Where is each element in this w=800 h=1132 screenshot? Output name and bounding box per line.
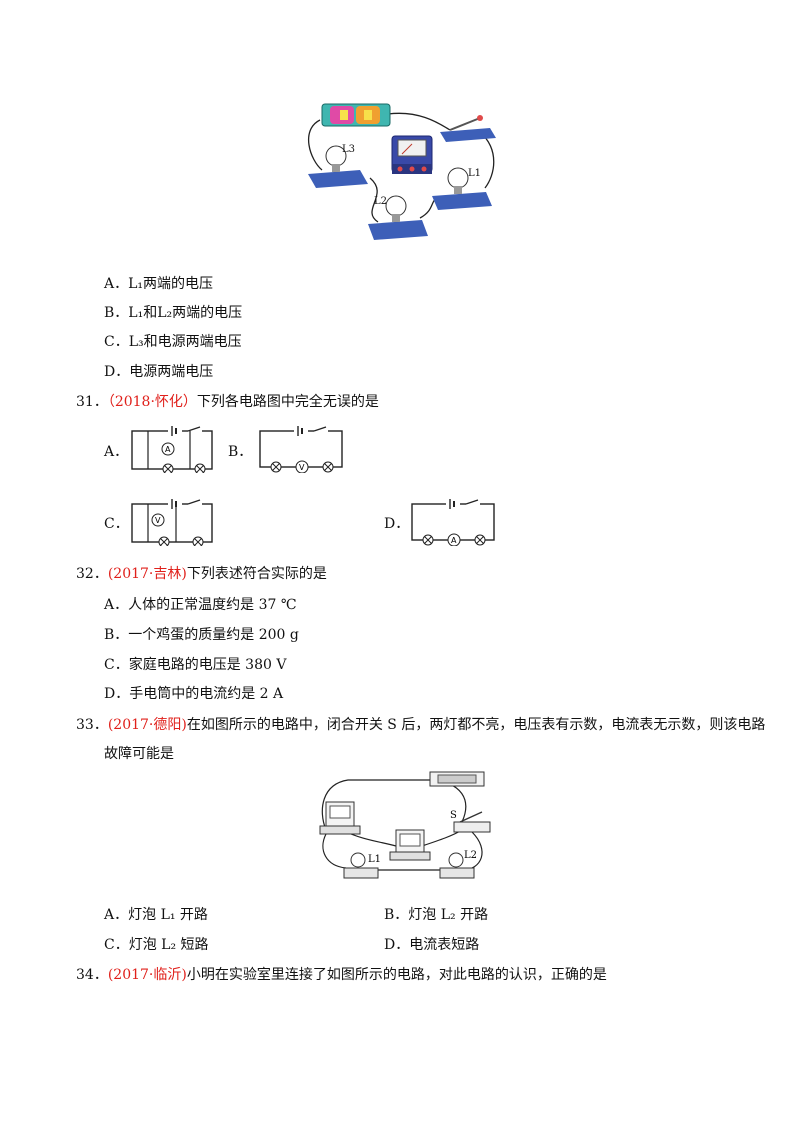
q30-option-b: B．L₁和L₂两端的电压	[104, 305, 243, 321]
q31-option-d-letter: D．	[384, 516, 410, 532]
circuit-photo-q33: S L1 L2	[319, 771, 491, 879]
q34-stem: 34．(2017·临沂)小明在实验室里连接了如图所示的电路，对此电路的认识，正确…	[76, 967, 607, 983]
q31-diagram-d: A	[411, 499, 495, 546]
q30-option-d: D．电源两端电压	[104, 364, 214, 380]
q33-option-b: B．灯泡 L₂ 开路	[384, 907, 489, 923]
lamp-label-l2: L2	[374, 196, 387, 207]
q31-option-b-letter: B．	[228, 444, 253, 460]
q33-lamp-label-l1: L1	[368, 854, 381, 865]
q33-source: (2017·德阳)	[107, 717, 187, 733]
q31-d-ammeter-label: A	[451, 536, 457, 545]
q32-stem: 32．(2017·吉林)下列表述符合实际的是	[76, 566, 327, 582]
q33-option-d: D．电流表短路	[384, 937, 480, 953]
q34-source: (2017·临沂)	[107, 967, 187, 983]
q32-option-d: D．手电筒中的电流约是 2 A	[104, 686, 284, 702]
q33-lamp-label-l2: L2	[464, 850, 477, 861]
q31-diagram-a: A	[131, 426, 213, 473]
q31-c-voltmeter-label: V	[155, 516, 161, 525]
q31-a-ammeter-label: A	[165, 445, 171, 454]
q31-diagram-c: V	[131, 499, 213, 546]
q33-stem-line2: 故障可能是	[104, 746, 174, 762]
q31-diagram-b: V	[259, 426, 343, 473]
q31-source: （2018·怀化）	[107, 394, 197, 410]
q31-option-a-letter: A．	[104, 444, 129, 460]
q32-option-c: C．家庭电路的电压是 380 V	[104, 657, 287, 673]
q32-option-a: A．人体的正常温度约是 37 ℃	[104, 597, 297, 613]
lamp-label-l1: L1	[468, 168, 481, 179]
lamp-label-l3: L3	[342, 144, 355, 155]
q30-option-a: A．L₁两端的电压	[104, 276, 214, 292]
switch-label: S	[450, 810, 457, 821]
q33-option-a: A．灯泡 L₁ 开路	[104, 907, 208, 923]
q31-stem: 31．（2018·怀化）下列各电路图中完全无误的是	[76, 394, 379, 410]
q31-b-voltmeter-label: V	[299, 463, 305, 472]
q31-option-c-letter: C．	[104, 516, 129, 532]
q33-stem-line1: 33．(2017·德阳)在如图所示的电路中，闭合开关 S 后，两灯都不亮，电压表…	[76, 717, 766, 733]
q30-option-c: C．L₃和电源两端电压	[104, 334, 242, 350]
q32-option-b: B．一个鸡蛋的质量约是 200 g	[104, 627, 299, 643]
circuit-photo-top: L3 L1 L2	[308, 103, 496, 240]
q33-option-c: C．灯泡 L₂ 短路	[104, 937, 209, 953]
q32-source: (2017·吉林)	[107, 566, 187, 582]
